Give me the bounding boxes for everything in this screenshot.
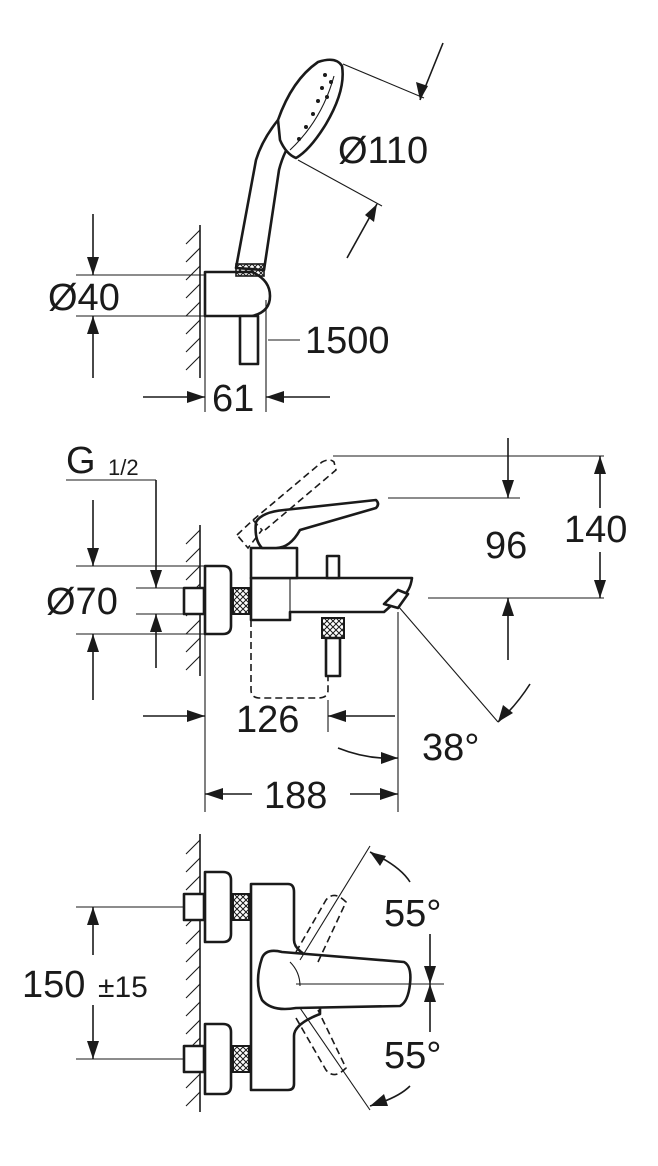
hose-stub [238, 314, 260, 366]
dim-holder-depth: 61 [212, 378, 254, 420]
lever-raised-outline [235, 518, 264, 550]
diverter-knob [325, 554, 341, 580]
dim-arrowhead [502, 598, 514, 616]
dim-centre-tolerance: ±15 [98, 971, 148, 1004]
lever-top [256, 949, 412, 1011]
angle-line-lower [299, 1007, 371, 1111]
dim-ext-line [342, 63, 425, 99]
dim-lever-angle-lower: 55° [384, 1035, 441, 1077]
dim-arrowhead [416, 82, 428, 100]
dim-thread-label: G [66, 440, 96, 482]
dim-arrowhead [266, 391, 284, 403]
shower-holder [203, 270, 272, 318]
shower-outlet [324, 636, 342, 678]
dim-hose-length: 1500 [305, 320, 390, 362]
spout-angle-line [397, 605, 499, 723]
dim-arrowhead [502, 480, 514, 498]
lever-rotated-lower [295, 1009, 347, 1076]
dim-escutcheon-diameter: Ø70 [46, 581, 118, 623]
dim-arrowhead [87, 907, 99, 925]
dim-arrowhead [594, 456, 606, 474]
dim-arrowhead [370, 852, 386, 866]
dim-hand-shower-diameter: Ø110 [338, 130, 428, 172]
connection-nut-upper [182, 892, 206, 922]
dim-arrowhead [328, 710, 346, 722]
lever-handle [254, 498, 380, 550]
dim-spout-angle: 38° [422, 727, 479, 769]
dim-thread-size: 1/2 [108, 455, 139, 480]
dim-arrowhead [150, 570, 162, 588]
dim-arrowhead [424, 984, 436, 1002]
lever-rotated-upper [295, 894, 347, 963]
eccentric-fitting [232, 587, 250, 615]
dim-arrowhead [87, 257, 99, 275]
shower-head [276, 58, 344, 160]
lever-column [249, 546, 299, 580]
dim-arrowhead [87, 634, 99, 652]
dim-overall-height: 140 [564, 509, 627, 551]
shower-face [289, 75, 335, 151]
angle-line-upper [299, 845, 371, 961]
shower-outlet-knurl [321, 617, 345, 639]
connection-nut-lower [182, 1044, 206, 1074]
dim-arrowhead [87, 316, 99, 334]
spout-tip [382, 588, 410, 610]
dim-arrowhead [498, 705, 513, 722]
dim-arrowhead [365, 204, 377, 222]
dim-arrowhead [424, 966, 436, 984]
mixer-top-view: 55° 55° 150 ±15 [22, 834, 444, 1112]
mixer-side-view: G 1/2 Ø70 96 140 [46, 438, 627, 817]
handle-knurl [235, 263, 265, 277]
hand-shower-view: Ø110 Ø40 1500 61 [48, 42, 444, 420]
dim-arrowhead [187, 710, 205, 722]
dim-arrowhead [380, 788, 398, 800]
dim-lever-angle-upper: 55° [384, 893, 441, 935]
dim-centre-distance: 150 [22, 964, 85, 1006]
dim-arrowhead [150, 614, 162, 632]
dim-arrowhead [187, 391, 205, 403]
lever-raised-outline [252, 459, 337, 531]
escutcheon [203, 564, 233, 636]
eccentric-fitting-lower [232, 1045, 250, 1073]
hidden-outline [250, 620, 329, 699]
dim-spout-reach-inner: 126 [236, 699, 299, 741]
dim-ext-line [297, 159, 383, 207]
dim-arrowhead [87, 548, 99, 566]
dim-arrowhead [594, 580, 606, 598]
dim-arrowhead [381, 752, 398, 764]
dim-arrowhead [205, 788, 223, 800]
eccentric-fitting-upper [232, 893, 250, 921]
dim-arrowhead [370, 1094, 388, 1106]
dim-arrowhead [87, 1041, 99, 1059]
shower-nozzles [297, 73, 333, 141]
connection-nut [182, 586, 206, 616]
wall-hatching [185, 229, 201, 371]
escutcheon-upper [203, 870, 233, 944]
dim-holder-diameter: Ø40 [48, 277, 120, 319]
escutcheon-lower [203, 1022, 233, 1096]
dim-overall-projection: 188 [264, 775, 327, 817]
dim-spout-height-upper: 96 [485, 525, 527, 567]
